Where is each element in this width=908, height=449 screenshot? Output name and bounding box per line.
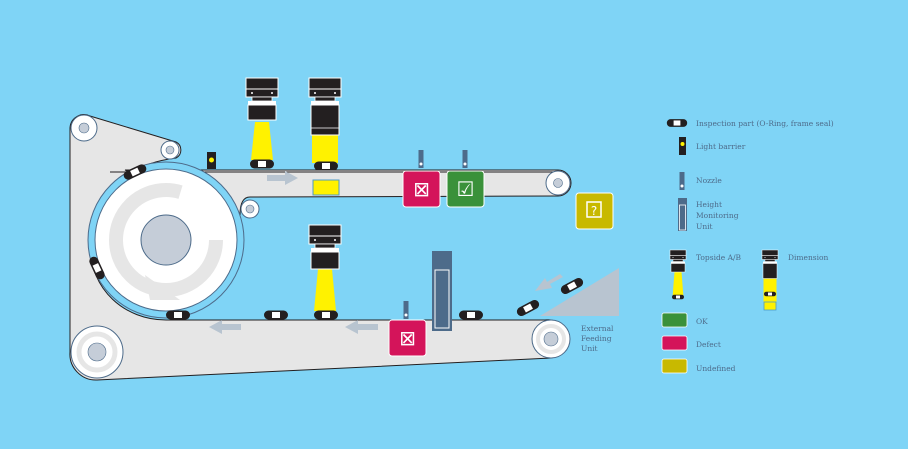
defect-box: ⊠ bbox=[402, 170, 441, 208]
legend-undefined: Undefined bbox=[696, 364, 736, 373]
inspection-part bbox=[166, 310, 190, 320]
check-box-icon: ☑ bbox=[457, 177, 475, 201]
external-feeding-ramp bbox=[540, 268, 619, 316]
x-box-icon: ⊠ bbox=[399, 326, 416, 350]
rotation-arrow-icon bbox=[145, 275, 180, 300]
arrow-left-icon bbox=[209, 320, 241, 334]
drum-hub bbox=[140, 214, 192, 266]
legend-defect: Defect bbox=[696, 340, 721, 349]
legend-height-unit: Height bbox=[696, 200, 722, 209]
topside-camera bbox=[245, 77, 279, 160]
arrow-left-icon bbox=[345, 320, 378, 334]
defect-box: ⊠ bbox=[388, 319, 427, 357]
inspection-part bbox=[515, 298, 541, 318]
legend-height-unit: Monitoring bbox=[696, 211, 739, 220]
pulley bbox=[70, 325, 124, 379]
pulley bbox=[531, 319, 571, 359]
height-monitoring-unit bbox=[432, 251, 452, 331]
pulley bbox=[545, 170, 571, 196]
nozzle bbox=[403, 301, 409, 319]
nozzle bbox=[462, 150, 468, 168]
legend: Inspection part (O-Ring, frame seal) Lig… bbox=[661, 119, 834, 374]
undefined-box: ? bbox=[575, 192, 614, 230]
legend-nozzle: Nozzle bbox=[696, 176, 722, 185]
external-feeding-label: External bbox=[581, 324, 614, 333]
x-box-icon: ⊠ bbox=[413, 177, 430, 201]
legend-ok: OK bbox=[696, 317, 708, 326]
inspection-part bbox=[314, 161, 338, 171]
nozzle bbox=[418, 150, 424, 168]
question-box-icon: ? bbox=[591, 204, 597, 218]
legend-topside: Topside A/B bbox=[696, 253, 742, 262]
light-barrier bbox=[207, 152, 216, 169]
inspection-part bbox=[314, 310, 338, 320]
inspection-part bbox=[250, 159, 274, 169]
legend-light-barrier: Light barrier bbox=[696, 142, 746, 151]
legend-height-unit: Unit bbox=[696, 222, 713, 231]
external-feeding-label: Feeding bbox=[581, 334, 612, 343]
legend-dimension: Dimension bbox=[788, 253, 829, 262]
arrow-right-icon bbox=[267, 171, 298, 185]
pulley bbox=[160, 140, 180, 160]
legend-inspection-part: Inspection part (O-Ring, frame seal) bbox=[696, 119, 834, 128]
external-feeding-label: Unit bbox=[581, 344, 598, 353]
pulley bbox=[70, 114, 98, 142]
inspection-part bbox=[459, 310, 483, 320]
bottom-camera bbox=[308, 224, 342, 311]
dimension-camera bbox=[308, 77, 342, 163]
inspection-part bbox=[264, 310, 288, 320]
dimension-marker bbox=[312, 179, 340, 196]
ok-box: ☑ bbox=[446, 170, 485, 208]
pulley bbox=[240, 199, 260, 219]
arrow-down-left-icon bbox=[535, 274, 563, 291]
